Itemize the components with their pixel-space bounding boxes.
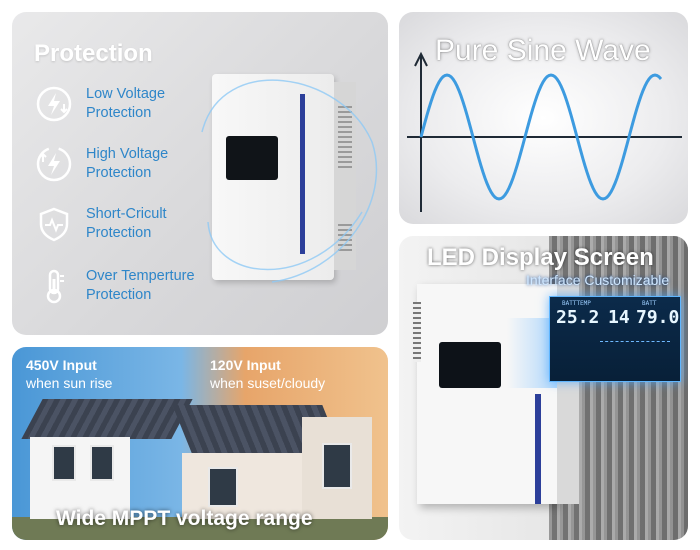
feature-line2: Protection	[86, 287, 152, 303]
short-circuit-shield-icon	[39, 207, 69, 242]
lcd-icons	[600, 341, 670, 371]
sine-curve	[419, 73, 663, 201]
led-subtitle: Interface Customizable	[526, 272, 670, 288]
thermometer-icon	[46, 269, 64, 304]
inverter-screen	[439, 342, 501, 388]
lcd-value-right: 79.0	[636, 307, 680, 328]
high-voltage-icon	[36, 146, 72, 182]
lcd-value-mid: 14	[608, 307, 630, 328]
lcd-value-left: 25.2	[556, 307, 600, 328]
house-roof-left	[21, 399, 193, 439]
left-input-heading: 450V Input	[26, 357, 97, 373]
feature-line1: Over Temperture	[86, 268, 195, 284]
feature-line1: High Voltage	[86, 146, 169, 162]
led-display-panel: BATTTEMP BATT 25.2 14 79.0 LED Display S…	[399, 236, 688, 540]
mppt-panel: 450V Input when sun rise 120V Input when…	[12, 347, 388, 540]
feature-line1: Low Voltage	[86, 86, 166, 102]
feature-high-voltage: High Voltage Protection	[34, 144, 168, 184]
sine-wave-panel: Pure Sine Wave	[399, 12, 688, 224]
sine-title: Pure Sine Wave	[435, 34, 651, 67]
mppt-caption: Wide MPPT voltage range	[56, 507, 313, 530]
sine-wave-graph	[407, 51, 682, 212]
right-input-heading: 120V Input	[210, 357, 281, 373]
led-title: LED Display Screen	[427, 244, 654, 271]
lcd-zoom: BATTTEMP BATT 25.2 14 79.0	[549, 296, 681, 382]
feature-short-circuit: Short-Cricult Protection	[34, 204, 167, 244]
lcd-label-left: BATTTEMP	[562, 300, 591, 307]
feature-line2: Protection	[86, 225, 152, 241]
inverter-image	[212, 74, 356, 280]
feature-line1: Short-Cricult	[86, 206, 167, 222]
protection-title: Protection	[34, 40, 153, 67]
low-voltage-icon	[36, 86, 72, 122]
protection-panel: Protection Low Voltage Protection High V…	[12, 12, 388, 335]
feature-over-temperature: Over Temperture Protection	[34, 266, 195, 306]
feature-low-voltage: Low Voltage Protection	[34, 84, 165, 124]
feature-line2: Protection	[86, 165, 152, 181]
inverter-screen	[226, 136, 278, 180]
lcd-label-right: BATT	[642, 300, 657, 307]
protection-arcs	[201, 79, 378, 283]
left-input-sub: when sun rise	[26, 375, 113, 391]
right-input-sub: when suset/cloudy	[210, 375, 326, 391]
feature-line2: Protection	[86, 105, 152, 121]
inverter-front-image	[413, 284, 579, 504]
